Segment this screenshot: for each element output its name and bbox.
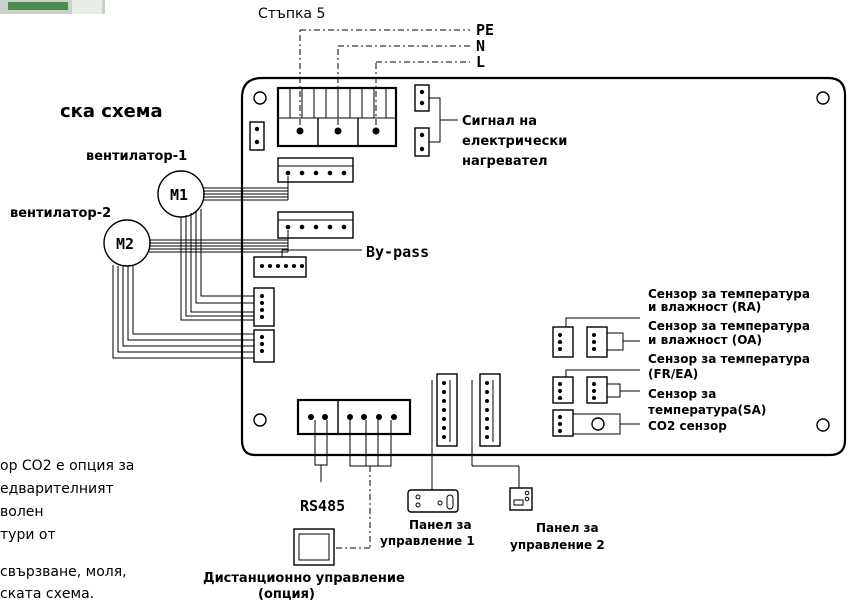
- note-line: ор CO2 е опция за: [0, 458, 134, 474]
- sensor-ra-label-1: Сензор за температура: [648, 287, 810, 301]
- sensor-sa-label-2: температура(SA): [648, 403, 766, 417]
- mount-hole-tr: [816, 91, 830, 105]
- note-line: волен: [0, 504, 44, 520]
- power-terminal-block: [276, 86, 398, 148]
- l-label: L: [476, 53, 485, 71]
- motor-harness: [112, 209, 254, 359]
- sensor-fr-label-1: Сензор за температура: [648, 352, 810, 366]
- note-line: ската схема.: [0, 586, 94, 602]
- bottom-terminal-block: [296, 398, 412, 549]
- photo-fragment: [0, 0, 105, 14]
- control-panel-1: [407, 489, 459, 513]
- panel1-label-2: управление 1: [380, 534, 475, 548]
- heater-connectors: [414, 84, 458, 157]
- fan1-connector: [277, 157, 354, 183]
- sensor-connectors: [552, 317, 640, 437]
- heater-label-3: нагревател: [462, 154, 548, 169]
- diagram-title: ска схема: [60, 101, 163, 122]
- motor-signal-connectors: [253, 287, 275, 363]
- fan2-label: вентилатор-2: [10, 206, 111, 221]
- note-line: тури от: [0, 527, 56, 543]
- co2-sensor-label: CO2 сензор: [648, 419, 727, 433]
- sensor-oa-label-1: Сензор за температура: [648, 319, 810, 333]
- note-text: ор CO2 е опция за едварителният волен ту…: [0, 458, 134, 602]
- pe-label: PE: [476, 21, 494, 39]
- remote-label-1: Дистанционно управление: [203, 571, 405, 586]
- control-panel-2: [509, 487, 533, 511]
- sensor-sa-label-1: Сензор за: [648, 387, 716, 401]
- bypass-connector: [253, 249, 362, 278]
- note-line: едварителният: [0, 481, 114, 497]
- step-label: Стъпка 5: [258, 6, 325, 22]
- panel2-label-1: Панел за: [536, 521, 599, 535]
- fan2-connector: [277, 211, 354, 239]
- remote-label-2: (опция): [258, 587, 315, 602]
- note-line: свързване, моля,: [0, 564, 127, 580]
- sensor-fr-label-2: (FR/EA): [648, 367, 698, 381]
- sensor-ra-label-2: и влажност (RA): [648, 300, 761, 314]
- remote-control-device: [293, 528, 335, 566]
- fan1-wires: [203, 176, 289, 201]
- bypass-label: By-pass: [366, 243, 429, 261]
- mains-wires: [299, 29, 470, 125]
- heater-label-1: Сигнал на: [462, 114, 537, 129]
- panel2-label-2: управление 2: [510, 538, 605, 552]
- rs485-label: RS485: [300, 497, 345, 515]
- m2-label: M2: [116, 235, 134, 253]
- mount-hole-br: [816, 418, 830, 432]
- fan2-wires: [149, 230, 289, 253]
- aux-connector-left: [249, 121, 265, 151]
- panel1-label-1: Панел за: [409, 518, 472, 532]
- m1-label: M1: [170, 186, 188, 204]
- controller-board: [240, 76, 847, 457]
- mount-hole-tl: [253, 91, 267, 105]
- panel-connectors: [431, 373, 520, 490]
- fan1-label: вентилатор-1: [86, 149, 187, 164]
- sensor-oa-label-2: и влажност (OA): [648, 333, 762, 347]
- n-label: N: [476, 37, 485, 55]
- mount-hole-bl: [253, 413, 267, 427]
- heater-label-2: електрически: [462, 134, 567, 149]
